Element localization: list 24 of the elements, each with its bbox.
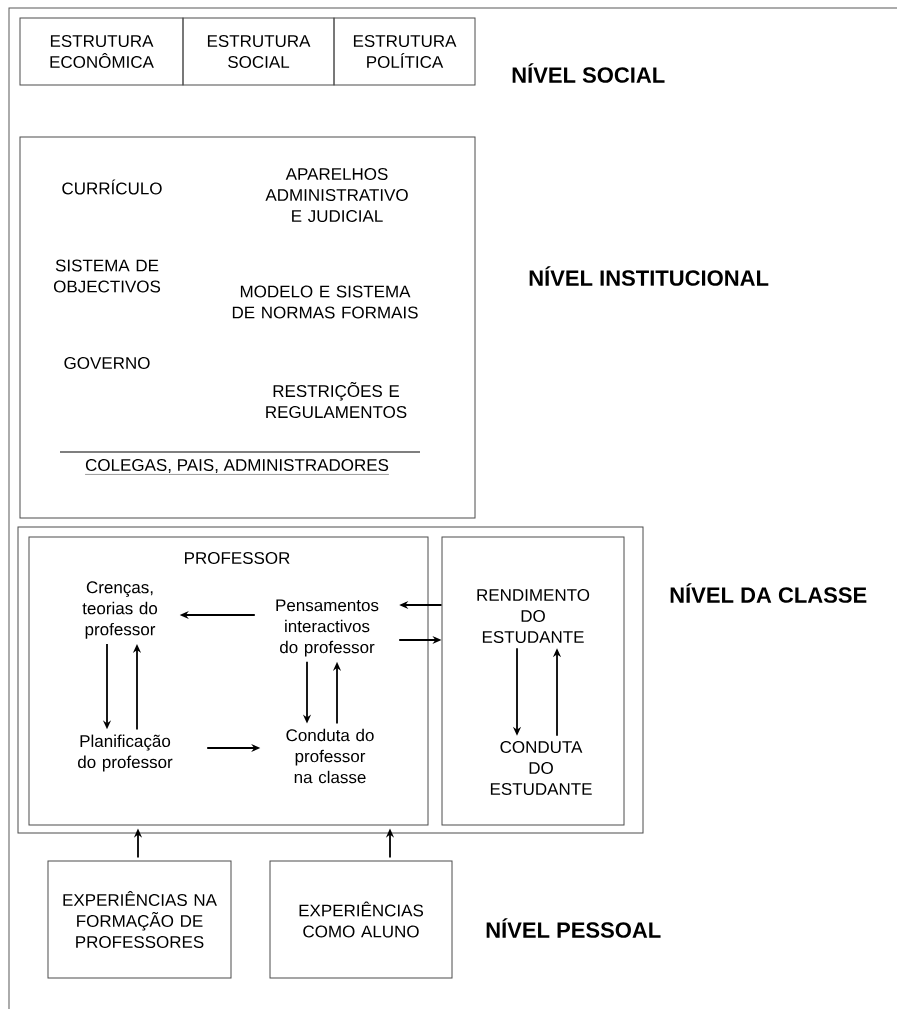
item-text: APARELHOS ADMINISTRATIVO E JUDICIAL (265, 168, 408, 223)
node-text: CONDUTA DO ESTUDANTE (490, 741, 592, 796)
node-text: Crenças, teorias do professor (82, 581, 158, 639)
node-text: Conduta do professor na classe (286, 728, 374, 784)
level-label: NÍVEL DA CLASSE (670, 583, 867, 603)
item-text: COLEGAS, PAIS, ADMINISTRADORES (84, 459, 390, 475)
item-text: RESTRIÇÕES E REGULAMENTOS (266, 381, 407, 419)
level-label: NÍVEL SOCIAL (512, 63, 665, 83)
node-text: Planificação do professor (78, 734, 173, 772)
node-text: RENDIMENTO DO ESTUDANTE (477, 589, 590, 644)
item-text: GOVERNO (64, 357, 150, 370)
frame-box (441, 536, 625, 826)
item-text: MODELO E SISTEMA DE NORMAS FORMAIS (232, 285, 418, 319)
frame-box (17, 526, 644, 834)
item-text: CURRÍCULO (62, 179, 162, 195)
text-box: EXPERIÊNCIAS COMO ALUNO (269, 860, 453, 979)
level-label: NÍVEL INSTITUCIONAL (529, 266, 769, 286)
text-box: ESTRUTURA ECONÔMICA (19, 17, 184, 86)
text-box: ESTRUTURA SOCIAL (182, 17, 335, 86)
text-box: EXPERIÊNCIAS NA FORMAÇÃO DE PROFESSORES (47, 860, 232, 979)
node-text: Pensamentos interactivos do professor (276, 599, 379, 657)
item-text: SISTEMA DE OBJECTIVOS (53, 259, 161, 293)
level-label: NÍVEL PESSOAL (486, 918, 661, 938)
text-box: ESTRUTURA POLÍTICA (333, 17, 476, 86)
